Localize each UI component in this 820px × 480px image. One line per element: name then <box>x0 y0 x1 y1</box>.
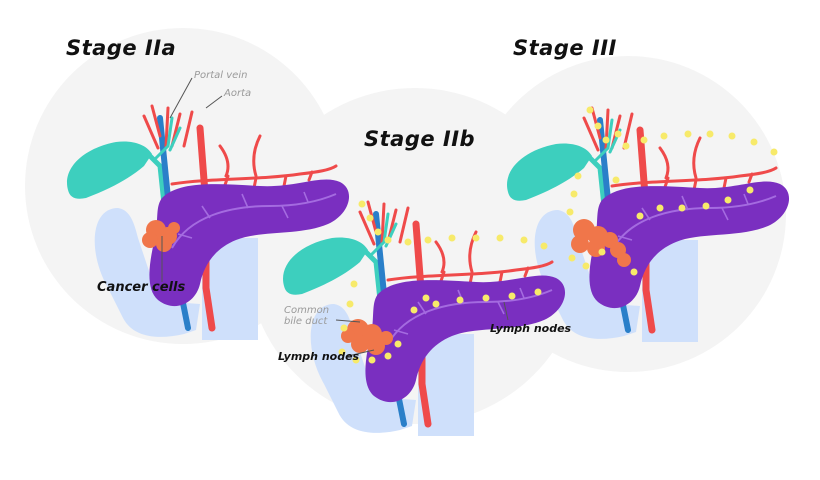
leader-lines <box>161 77 509 357</box>
cancer-cells-label: Cancer cells <box>97 280 186 295</box>
stage-iia-organ-icon <box>67 106 349 340</box>
stage-iib-title: Stage IIb <box>364 127 476 151</box>
common-bile-duct-label: Common bile duct <box>284 305 330 327</box>
aorta-label: Aorta <box>224 88 252 99</box>
lymph-nodes-label-left: Lymph nodes <box>278 350 360 363</box>
portal-vein-label: Portal vein <box>194 70 248 81</box>
lymph-nodes-label-right: Lymph nodes <box>490 322 572 335</box>
stage-iia-title: Stage IIa <box>66 36 177 60</box>
stage-iii-title: Stage III <box>513 36 617 60</box>
stage-iii-organ-icon <box>507 107 789 343</box>
stage-iia-tumor <box>142 220 180 252</box>
stage-iib-lymph-nodes <box>338 200 548 364</box>
stage-iii-lymph-nodes <box>566 106 778 276</box>
stage-iii-tumor <box>571 219 631 267</box>
